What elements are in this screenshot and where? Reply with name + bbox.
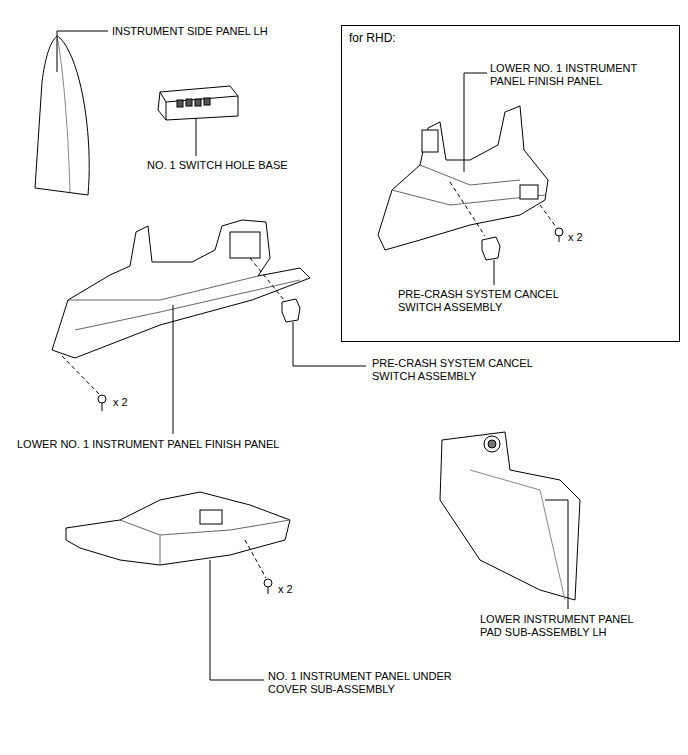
- quantity-callout: x 2: [278, 583, 318, 596]
- quantity-callout: x 2: [568, 231, 608, 244]
- part-name: NO. 1 INSTRUMENT PANEL UNDER COVER SUB-A…: [268, 670, 488, 696]
- part-name: INSTRUMENT SIDE PANEL LH: [112, 25, 332, 38]
- quantity-callout: x 2: [113, 396, 153, 409]
- part-name: LOWER NO. 1 INSTRUMENT PANEL FINISH PANE…: [490, 62, 662, 88]
- part-name: LOWER INSTRUMENT PANEL PAD SUB-ASSEMBLY …: [480, 613, 652, 639]
- part-name: PRE-CRASH SYSTEM CANCEL SWITCH ASSEMBLY: [372, 357, 552, 383]
- part-name: PRE-CRASH SYSTEM CANCEL SWITCH ASSEMBLY: [398, 288, 578, 314]
- frame-heading: for RHD:: [342, 26, 403, 50]
- part-name: LOWER NO. 1 INSTRUMENT PANEL FINISH PANE…: [17, 438, 347, 451]
- part-name: NO. 1 SWITCH HOLE BASE: [147, 159, 317, 172]
